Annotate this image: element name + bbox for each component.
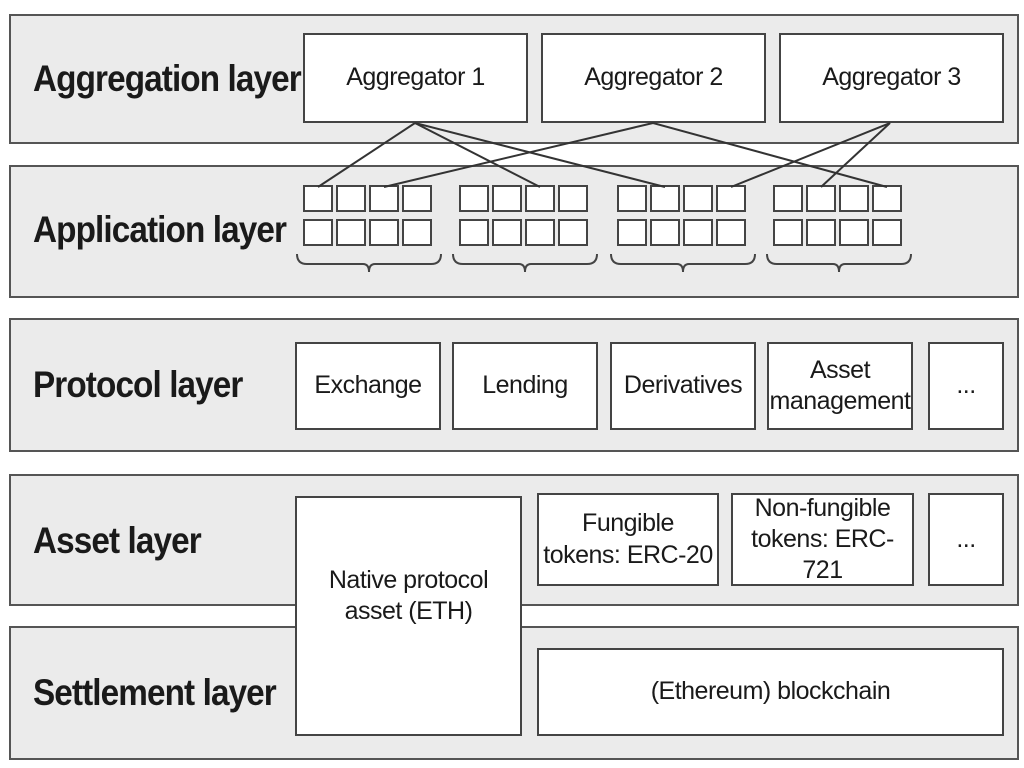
application-square <box>773 185 803 212</box>
application-square <box>303 185 333 212</box>
application-square <box>650 185 680 212</box>
aggregator-2-box: Aggregator 2 <box>541 33 766 123</box>
application-square <box>839 185 869 212</box>
application-square <box>303 219 333 246</box>
application-square <box>336 185 366 212</box>
application-layer-title: Application layer <box>33 209 287 250</box>
application-square <box>716 185 746 212</box>
asset-management-box: Asset management <box>767 342 913 430</box>
native-protocol-asset-box: Native protocol asset (ETH) <box>295 496 522 736</box>
application-square <box>369 185 399 212</box>
application-square <box>558 219 588 246</box>
asset-more-box: ... <box>928 493 1004 586</box>
asset-layer-title: Asset layer <box>33 520 202 561</box>
application-square <box>806 185 836 212</box>
aggregation-layer-title: Aggregation layer <box>33 58 302 99</box>
application-square <box>617 185 647 212</box>
application-square <box>872 185 902 212</box>
application-square <box>459 185 489 212</box>
aggregator-1-box: Aggregator 1 <box>303 33 528 123</box>
lending-box: Lending <box>452 342 598 430</box>
application-square <box>716 219 746 246</box>
application-square <box>683 219 713 246</box>
application-square <box>336 219 366 246</box>
aggregator-3-box: Aggregator 3 <box>779 33 1004 123</box>
application-square <box>806 219 836 246</box>
application-square <box>558 185 588 212</box>
blockchain-box: (Ethereum) blockchain <box>537 648 1004 736</box>
application-square <box>872 219 902 246</box>
protocol-more-box: ... <box>928 342 1004 430</box>
non-fungible-tokens-box: Non-fungible tokens: ERC-721 <box>731 493 914 586</box>
protocol-layer-title: Protocol layer <box>33 364 243 405</box>
application-square <box>617 219 647 246</box>
application-square <box>525 185 555 212</box>
application-square <box>402 219 432 246</box>
application-square <box>773 219 803 246</box>
application-square <box>459 219 489 246</box>
application-square <box>650 219 680 246</box>
derivatives-box: Derivatives <box>610 342 756 430</box>
application-square <box>525 219 555 246</box>
application-square <box>683 185 713 212</box>
application-square <box>402 185 432 212</box>
settlement-layer-title: Settlement layer <box>33 672 277 713</box>
fungible-tokens-box: Fungible tokens: ERC-20 <box>537 493 719 586</box>
application-square <box>492 185 522 212</box>
exchange-box: Exchange <box>295 342 441 430</box>
application-square <box>369 219 399 246</box>
application-square <box>492 219 522 246</box>
application-square <box>839 219 869 246</box>
